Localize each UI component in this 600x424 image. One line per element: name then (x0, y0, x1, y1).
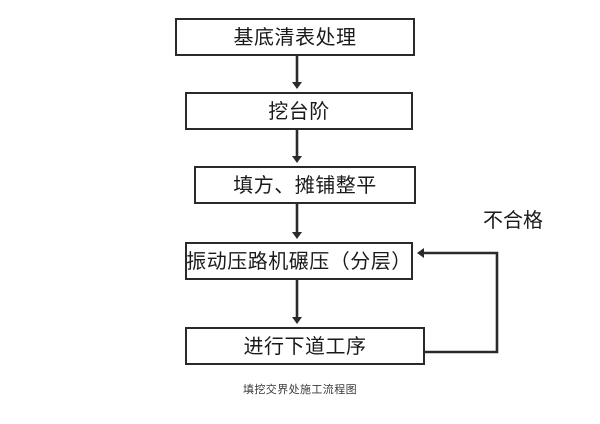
process-box-vibratory-roller-compaction[interactable]: 振动压路机碾压（分层） (185, 242, 413, 280)
process-box-excavate-steps[interactable]: 挖台阶 (185, 92, 413, 130)
process-box-fill-and-level[interactable]: 填方、摊铺整平 (194, 166, 416, 204)
process-box-label: 基底清表处理 (233, 25, 357, 49)
process-box-label: 振动压路机碾压（分层） (186, 249, 412, 273)
diagram-caption: 填挖交界处施工流程图 (243, 383, 357, 396)
process-box-label: 挖台阶 (268, 99, 330, 123)
feedback-loop-label: 不合格 (483, 208, 543, 232)
process-box-base-clearing[interactable]: 基底清表处理 (175, 18, 415, 56)
process-box-label: 填方、摊铺整平 (233, 173, 377, 197)
process-box-label: 进行下道工序 (243, 334, 367, 358)
connector-feedback-loop (417, 248, 499, 354)
process-box-next-procedure[interactable]: 进行下道工序 (185, 327, 425, 365)
